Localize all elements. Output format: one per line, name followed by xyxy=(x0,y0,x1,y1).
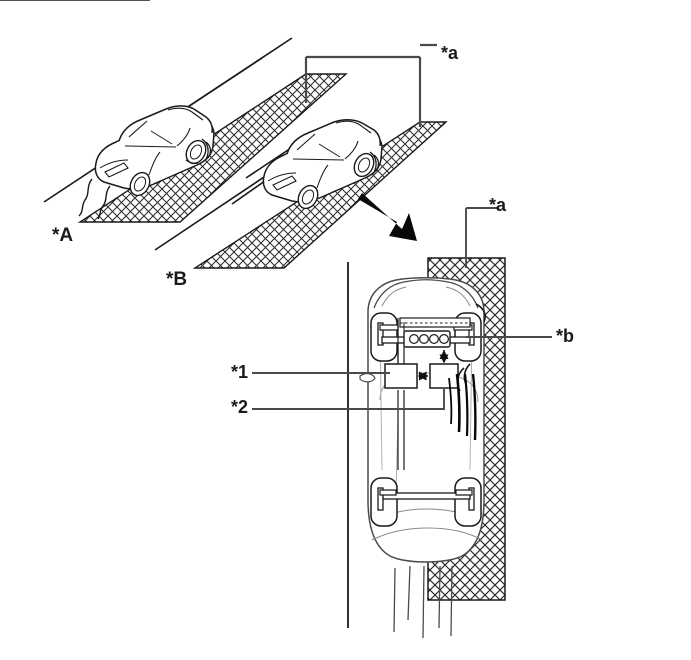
wheel-motion-lines-b xyxy=(369,151,380,175)
label-2: *2 xyxy=(231,397,249,417)
speed-streaks xyxy=(448,373,477,441)
label-a-upper: *A xyxy=(52,225,74,246)
vehicle-a xyxy=(94,105,215,197)
vehicle-b xyxy=(262,119,383,210)
trailing-road-lines xyxy=(393,565,453,639)
label-b-upper: *B xyxy=(166,269,188,290)
label-b-right: *b xyxy=(556,326,574,346)
signal-arrows xyxy=(417,350,449,381)
label-1: *1 xyxy=(231,362,249,382)
control-modules xyxy=(384,363,459,389)
label-a-top-right: *a xyxy=(441,43,459,63)
label-a-mid-right: *a xyxy=(489,195,507,215)
transition-arrow xyxy=(358,193,417,241)
control-module-1 xyxy=(384,363,418,389)
plan-view-scene xyxy=(252,207,552,639)
control-module-2 xyxy=(429,363,459,389)
leader-a-plan xyxy=(465,207,499,268)
wheel-motion-lines xyxy=(185,138,212,165)
perspective-scene xyxy=(0,0,448,269)
steering-linkage xyxy=(377,317,475,372)
rear-axle xyxy=(377,487,475,511)
leader-2 xyxy=(252,389,445,410)
tire-track-a xyxy=(78,178,111,220)
leader-a-top xyxy=(304,43,437,127)
